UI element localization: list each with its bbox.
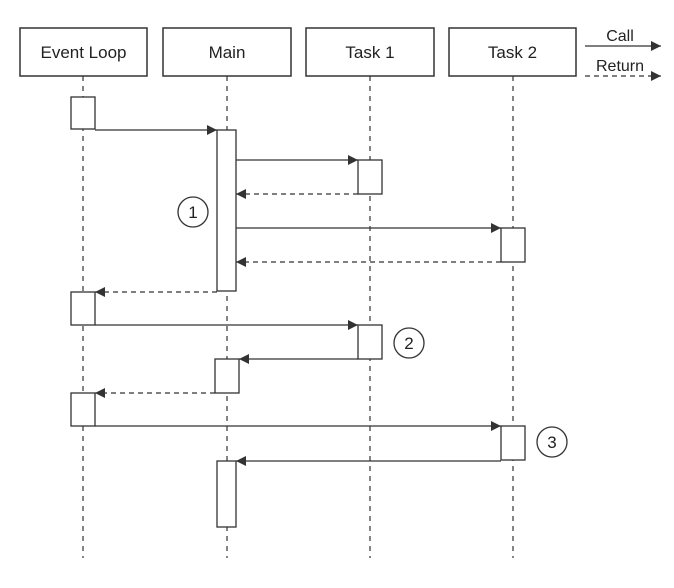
participant-event-loop: Event Loop xyxy=(19,27,148,77)
participant-label-task-1: Task 1 xyxy=(345,43,394,62)
marker-3-label: 3 xyxy=(547,433,556,452)
marker-2-label: 2 xyxy=(404,334,413,353)
activation-main-3 xyxy=(216,460,237,528)
legend-return-label: Return xyxy=(596,58,644,75)
legend-call-label: Call xyxy=(606,28,634,45)
activation-task-2-2 xyxy=(500,425,526,461)
participant-label-task-2: Task 2 xyxy=(488,43,537,62)
marker-2: 2 xyxy=(393,327,425,359)
marker-3: 3 xyxy=(536,426,568,458)
participant-task-1: Task 1 xyxy=(305,27,435,77)
activation-task-1-1 xyxy=(357,159,383,195)
marker-1-label: 1 xyxy=(188,203,197,222)
activation-main-2 xyxy=(214,358,240,394)
marker-1: 1 xyxy=(177,196,209,228)
participant-task-2: Task 2 xyxy=(448,27,577,77)
activation-task-2-1 xyxy=(500,227,526,263)
legend: Call Return xyxy=(585,28,661,81)
activation-event-loop-2 xyxy=(70,291,96,326)
participant-main: Main xyxy=(162,27,292,77)
activation-main-1 xyxy=(216,129,237,292)
activation-event-loop-3 xyxy=(70,392,96,427)
activation-event-loop-1 xyxy=(70,96,96,130)
participant-label-main: Main xyxy=(209,43,246,62)
activation-task-1-2 xyxy=(357,324,383,360)
participant-label-event-loop: Event Loop xyxy=(40,43,126,62)
